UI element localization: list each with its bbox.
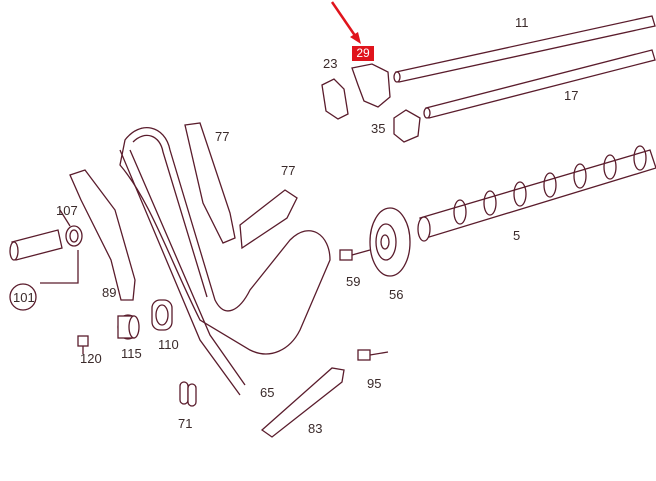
label-110: 110 bbox=[158, 337, 179, 352]
part-107 bbox=[65, 225, 83, 247]
label-29-highlighted[interactable]: 29 bbox=[352, 46, 374, 61]
guide-rail-77-lower bbox=[239, 189, 298, 250]
guide-rail-77-upper bbox=[184, 122, 236, 244]
label-56: 56 bbox=[389, 287, 404, 302]
label-65: 65 bbox=[260, 385, 275, 400]
bolt-59 bbox=[339, 249, 371, 261]
label-17: 17 bbox=[564, 88, 579, 103]
camshaft-5 bbox=[417, 145, 656, 242]
label-11: 11 bbox=[515, 15, 529, 30]
label-83: 83 bbox=[308, 421, 323, 436]
label-35: 35 bbox=[371, 121, 386, 136]
part-101 bbox=[9, 229, 79, 311]
guide-rail-89 bbox=[69, 169, 136, 301]
label-115: 115 bbox=[121, 346, 142, 361]
label-23: 23 bbox=[323, 56, 338, 71]
part-23 bbox=[321, 78, 349, 120]
part-35 bbox=[393, 109, 421, 143]
shaft-17 bbox=[423, 49, 656, 119]
label-101: 101 bbox=[13, 290, 35, 305]
timing-chain bbox=[119, 127, 331, 355]
label-95: 95 bbox=[367, 376, 382, 391]
chain-link-71 bbox=[179, 381, 197, 407]
pointer-arrow bbox=[330, 1, 361, 44]
label-59: 59 bbox=[346, 274, 361, 289]
bolt-95 bbox=[357, 349, 389, 361]
label-120: 120 bbox=[80, 351, 102, 366]
label-71: 71 bbox=[178, 416, 193, 431]
shaft-11 bbox=[393, 15, 656, 83]
guide-rail-83 bbox=[260, 367, 345, 438]
label-77-upper: 77 bbox=[215, 129, 230, 144]
label-89: 89 bbox=[102, 285, 117, 300]
label-107: 107 bbox=[56, 203, 78, 218]
part-110 bbox=[151, 299, 173, 331]
bolt-120 bbox=[77, 335, 89, 354]
label-77-lower: 77 bbox=[281, 163, 296, 178]
sprocket-56 bbox=[369, 207, 411, 277]
label-5: 5 bbox=[513, 228, 521, 243]
part-29 bbox=[351, 63, 391, 108]
part-115 bbox=[117, 314, 140, 340]
